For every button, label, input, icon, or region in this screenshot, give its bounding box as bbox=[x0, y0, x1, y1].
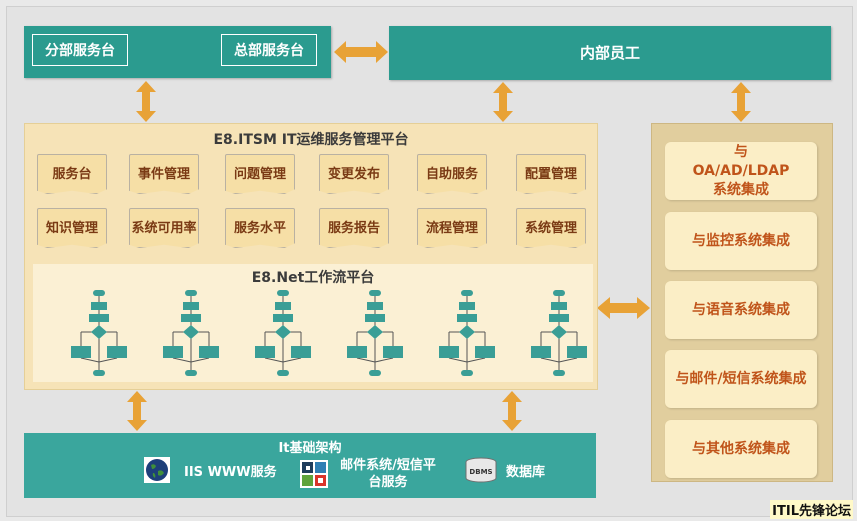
branch-service-desk-label: 分部服务台 bbox=[45, 43, 115, 59]
it-infrastructure-title: It基础架构 bbox=[278, 441, 342, 456]
module-config-mgmt: 配置管理 bbox=[516, 154, 586, 194]
workflow-platform-panel: E8.Net工作流平台 bbox=[33, 264, 593, 382]
it-infrastructure-bar: It基础架构 IIS WWW服务 邮件系统/短信平台服务 DBMS 数据库 bbox=[24, 433, 596, 498]
workflow-flowchart-icon bbox=[437, 288, 497, 378]
workflow-flowchart-icon bbox=[253, 288, 313, 378]
internal-staff-label: 内部员工 bbox=[579, 44, 640, 62]
module-knowledge-mgmt: 知识管理 bbox=[37, 208, 107, 248]
infra-mail-sms: 邮件系统/短信平台服务 bbox=[300, 457, 438, 491]
integration-label: 与邮件/短信系统集成 bbox=[675, 370, 807, 387]
integration-label: 与监控系统集成 bbox=[692, 232, 790, 249]
module-problem-mgmt: 问题管理 bbox=[225, 154, 295, 194]
integration-other: 与其他系统集成 bbox=[665, 420, 817, 478]
database-icon-text: DBMS bbox=[469, 468, 492, 476]
itsm-platform-title: E8.ITSM IT运维服务管理平台 bbox=[213, 132, 409, 148]
watermark: ITIL先锋论坛 bbox=[770, 500, 853, 519]
infra-database-label: 数据库 bbox=[506, 464, 546, 480]
workflow-flowchart-icon bbox=[345, 288, 405, 378]
integration-voice: 与语音系统集成 bbox=[665, 281, 817, 339]
infra-database: DBMS 数据库 bbox=[464, 457, 545, 483]
mail-sms-icon bbox=[300, 460, 328, 488]
module-service-level: 服务水平 bbox=[225, 208, 295, 248]
integration-mail-sms: 与邮件/短信系统集成 bbox=[665, 350, 817, 408]
module-service-report: 服务报告 bbox=[319, 208, 389, 248]
globe-icon bbox=[144, 457, 170, 483]
workflow-flowchart-icon bbox=[529, 288, 589, 378]
module-self-service: 自助服务 bbox=[417, 154, 487, 194]
workflow-platform-title: E8.Net工作流平台 bbox=[251, 270, 375, 286]
service-desk-bar: 分部服务台 总部服务台 bbox=[24, 26, 331, 78]
workflow-flowchart-icon bbox=[69, 288, 129, 378]
infra-iis-label: IIS WWW服务 bbox=[184, 464, 277, 480]
integration-oa-ad-ldap: 与OA/AD/LDAP系统集成 bbox=[665, 142, 817, 200]
integrations-panel: 与OA/AD/LDAP系统集成 与监控系统集成 与语音系统集成 与邮件/短信系统… bbox=[651, 123, 833, 482]
infra-mail-sms-label: 邮件系统/短信平台服务 bbox=[340, 458, 436, 490]
module-availability: 系统可用率 bbox=[129, 208, 199, 248]
database-icon: DBMS bbox=[465, 457, 497, 483]
itsm-platform-panel: E8.ITSM IT运维服务管理平台 服务台 事件管理 问题管理 变更发布 自助… bbox=[24, 123, 598, 390]
integration-label: 与OA/AD/LDAP系统集成 bbox=[692, 143, 790, 198]
workflow-flowchart-icon bbox=[161, 288, 221, 378]
module-process-mgmt: 流程管理 bbox=[417, 208, 487, 248]
integration-monitoring: 与监控系统集成 bbox=[665, 212, 817, 270]
module-incident-mgmt: 事件管理 bbox=[129, 154, 199, 194]
module-system-mgmt: 系统管理 bbox=[516, 208, 586, 248]
hq-service-desk-label: 总部服务台 bbox=[234, 43, 304, 59]
infra-iis: IIS WWW服务 bbox=[144, 457, 277, 483]
integration-label: 与语音系统集成 bbox=[692, 301, 790, 318]
hq-service-desk: 总部服务台 bbox=[221, 34, 317, 66]
branch-service-desk: 分部服务台 bbox=[32, 34, 128, 66]
integration-label: 与其他系统集成 bbox=[692, 440, 790, 457]
module-change-release: 变更发布 bbox=[319, 154, 389, 194]
module-service-desk: 服务台 bbox=[37, 154, 107, 194]
internal-staff-bar: 内部员工 bbox=[389, 26, 831, 80]
